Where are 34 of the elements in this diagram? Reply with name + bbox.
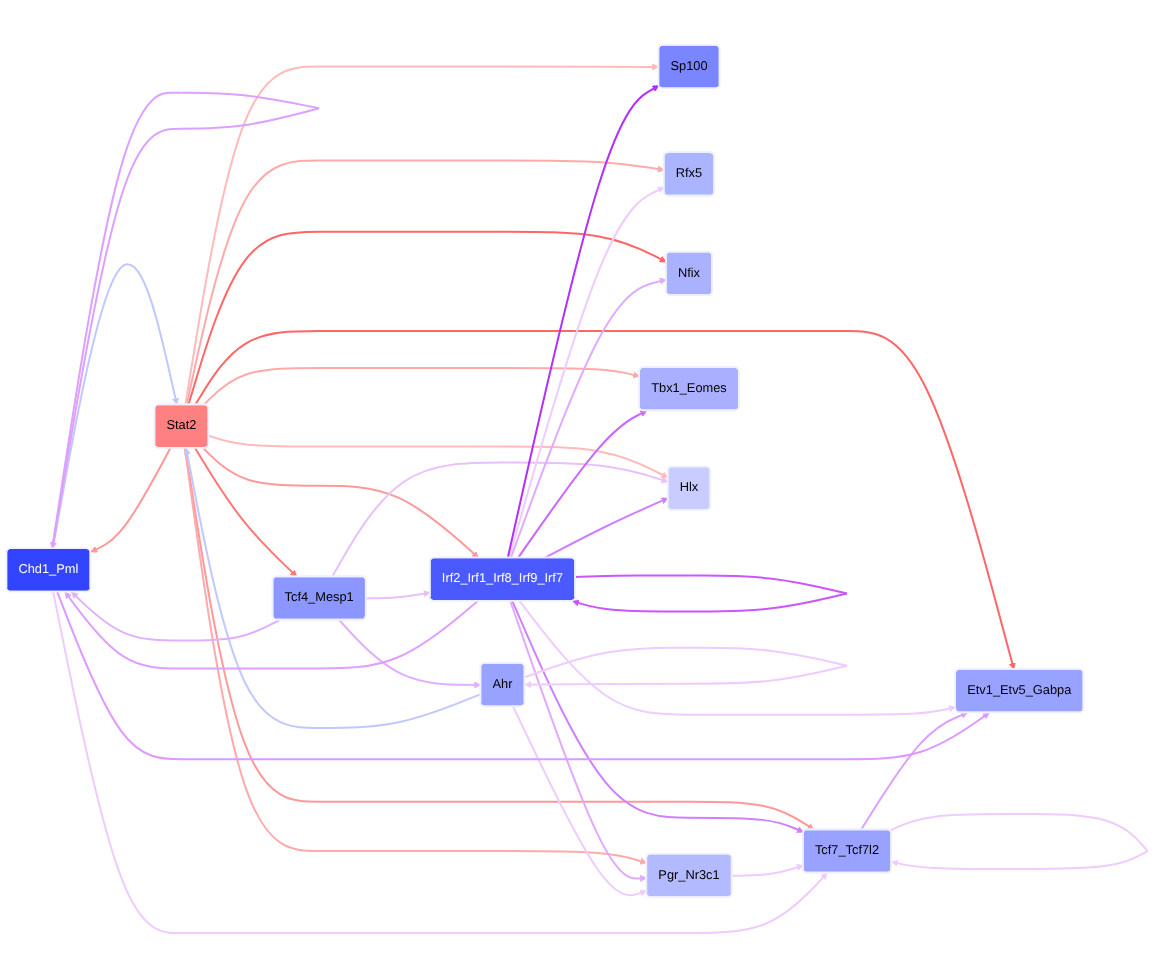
arrow [509,277,667,559]
arrow [509,600,648,882]
arrow [64,591,479,670]
arrow [184,63,660,406]
arrow [56,590,990,761]
arrow [518,600,956,716]
arrow [183,447,482,729]
arrow [184,447,815,831]
arrow [71,591,281,642]
arrow [511,600,804,833]
arrow [49,91,321,550]
arrow [506,85,660,559]
arrow [331,461,669,578]
arrow [365,590,431,600]
arrow [572,574,848,613]
arrow [543,497,669,559]
arrow [523,646,848,689]
arrow [338,619,482,689]
arrow [185,159,665,406]
arrow [90,447,172,553]
arrow [202,447,479,559]
arrow [731,864,804,877]
arrow [517,410,648,559]
arrow [512,705,648,897]
arrow [194,330,1016,670]
arrow [889,813,1149,871]
arrow [508,186,665,559]
arrow [202,366,640,406]
arrow [52,590,828,935]
arrow [187,230,667,406]
arrow [194,447,298,578]
arrow [207,434,669,478]
arrow [860,711,968,831]
arrow [183,447,648,865]
